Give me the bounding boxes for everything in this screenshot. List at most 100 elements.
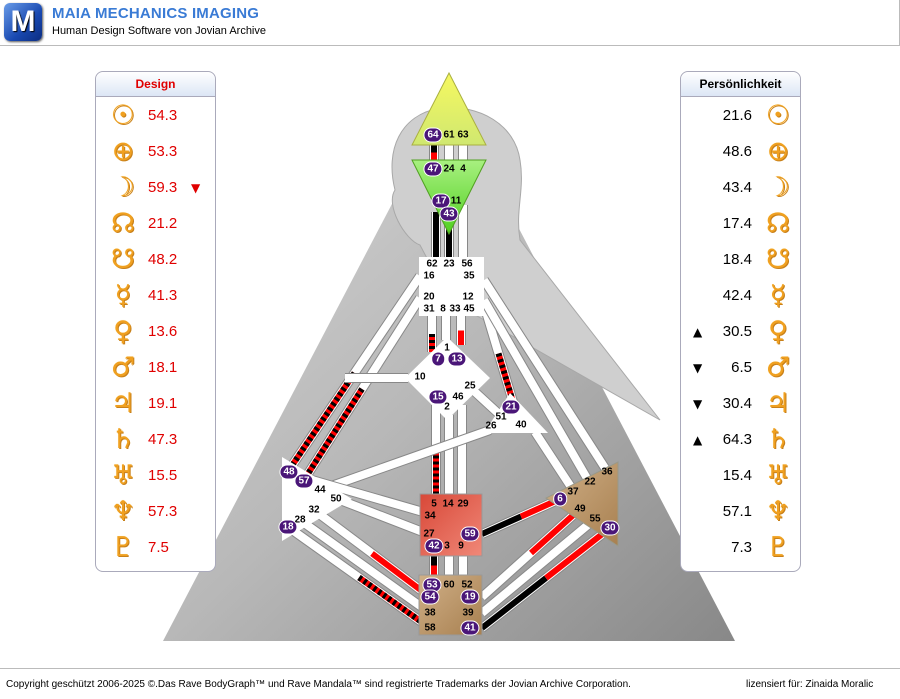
- pluto-icon: ♇: [765, 532, 791, 563]
- gate-line-value: 48.2: [148, 251, 178, 268]
- channel-26-44: [318, 425, 492, 495]
- solar-plexus-center: [545, 461, 619, 547]
- gate-51[interactable]: 51: [495, 411, 507, 423]
- gate-61[interactable]: 61: [443, 129, 455, 141]
- gate-45[interactable]: 45: [463, 303, 475, 315]
- gate-60[interactable]: 60: [443, 579, 455, 591]
- gate-31[interactable]: 31: [423, 303, 435, 315]
- gate-41[interactable]: 41: [460, 620, 480, 636]
- gate-line-value: 7.5: [148, 539, 169, 556]
- gate-1[interactable]: 1: [444, 342, 450, 354]
- gate-line-value: 42.4: [722, 287, 752, 304]
- gate-line-value: 18.1: [148, 359, 178, 376]
- gate-2[interactable]: 2: [444, 401, 450, 413]
- gate-36[interactable]: 36: [601, 466, 613, 478]
- gate-49[interactable]: 49: [574, 503, 586, 515]
- design-row: ♃19.1: [96, 387, 215, 421]
- channel-18-58: [285, 522, 433, 633]
- gate-18[interactable]: 18: [278, 519, 298, 535]
- gate-58[interactable]: 58: [424, 622, 436, 634]
- gate-40[interactable]: 40: [515, 419, 527, 431]
- channel-35-36: [479, 277, 610, 471]
- gate-26[interactable]: 26: [485, 420, 497, 432]
- gate-30[interactable]: 30: [600, 520, 620, 536]
- gate-34[interactable]: 34: [424, 510, 436, 522]
- gate-33[interactable]: 33: [449, 303, 461, 315]
- gate-6[interactable]: 6: [553, 491, 567, 507]
- gate-20[interactable]: 20: [423, 291, 435, 303]
- gate-29[interactable]: 29: [457, 498, 469, 510]
- personality-row: ♃30.4▼: [681, 387, 800, 421]
- gate-23[interactable]: 23: [443, 258, 455, 270]
- gate-42[interactable]: 42: [424, 538, 444, 554]
- personality-row: ♇7.3: [681, 531, 800, 565]
- personality-row: ♅15.4: [681, 459, 800, 493]
- gate-52[interactable]: 52: [461, 579, 473, 591]
- gate-16[interactable]: 16: [423, 270, 435, 282]
- gate-8[interactable]: 8: [440, 303, 446, 315]
- gate-48[interactable]: 48: [279, 464, 299, 480]
- gate-27[interactable]: 27: [423, 528, 435, 540]
- throat-center: [419, 257, 484, 316]
- gate-55[interactable]: 55: [589, 513, 601, 525]
- footer: Copyright geschützt 2006-2025 ©.Das Rave…: [0, 668, 900, 699]
- gate-line-value: 21.2: [148, 215, 178, 232]
- design-row: ⊕53.3: [96, 135, 215, 169]
- gate-43[interactable]: 43: [439, 206, 459, 222]
- detriment-triangle-icon: ▼: [191, 181, 201, 195]
- license-text: lizensiert für: Zinaida Moralic: [746, 679, 874, 690]
- gate-line-value: 53.3: [148, 143, 178, 160]
- gate-37[interactable]: 37: [567, 486, 579, 498]
- gate-line-value: 17.4: [722, 215, 752, 232]
- gate-5[interactable]: 5: [431, 498, 437, 510]
- gate-64[interactable]: 64: [423, 127, 443, 143]
- gate-12[interactable]: 12: [462, 291, 474, 303]
- gate-9[interactable]: 9: [458, 540, 464, 552]
- gate-13[interactable]: 13: [447, 351, 467, 367]
- mercury-icon: ☿: [114, 280, 132, 311]
- gate-63[interactable]: 63: [457, 129, 469, 141]
- gate-7[interactable]: 7: [431, 351, 445, 367]
- design-row: ♂18.1: [96, 351, 215, 385]
- mars-icon: ♂: [765, 352, 791, 383]
- gate-56[interactable]: 56: [461, 258, 473, 270]
- gate-3[interactable]: 3: [444, 540, 450, 552]
- gate-25[interactable]: 25: [464, 380, 476, 392]
- jupiter-icon: ♃: [765, 388, 791, 419]
- gate-line-value: 57.3: [148, 503, 178, 520]
- gate-54[interactable]: 54: [420, 589, 440, 605]
- gate-line-value: 47.3: [148, 431, 178, 448]
- gate-44[interactable]: 44: [314, 484, 326, 496]
- gate-28[interactable]: 28: [294, 514, 306, 526]
- channel-12-22: [479, 297, 593, 483]
- gate-46[interactable]: 46: [452, 391, 464, 403]
- gate-22[interactable]: 22: [584, 476, 596, 488]
- detriment-triangle-icon: ▼: [693, 397, 703, 411]
- personality-row: ☽43.4: [681, 171, 800, 205]
- gate-19[interactable]: 19: [460, 589, 480, 605]
- gate-line-value: 30.5: [722, 323, 752, 340]
- uranus-icon: ♅: [110, 460, 136, 491]
- gate-39[interactable]: 39: [462, 607, 474, 619]
- gate-50[interactable]: 50: [330, 493, 342, 505]
- gate-59[interactable]: 59: [460, 526, 480, 542]
- gate-10[interactable]: 10: [414, 371, 426, 383]
- gate-32[interactable]: 32: [308, 504, 320, 516]
- gate-38[interactable]: 38: [424, 607, 436, 619]
- gate-21[interactable]: 21: [501, 399, 521, 415]
- gate-35[interactable]: 35: [463, 270, 475, 282]
- gate-11[interactable]: 11: [450, 195, 462, 207]
- south-node-icon: ☋: [766, 244, 790, 275]
- gate-57[interactable]: 57: [294, 473, 314, 489]
- gate-24[interactable]: 24: [443, 163, 455, 175]
- gate-line-value: 15.4: [722, 467, 752, 484]
- gate-line-value: 19.1: [148, 395, 178, 412]
- south-node-icon: ☋: [111, 244, 135, 275]
- gate-62[interactable]: 62: [426, 258, 438, 270]
- gate-47[interactable]: 47: [423, 161, 443, 177]
- gate-4[interactable]: 4: [460, 163, 466, 175]
- gate-15[interactable]: 15: [428, 389, 448, 405]
- gate-14[interactable]: 14: [442, 498, 454, 510]
- personality-row: ♄64.3▲: [681, 423, 800, 457]
